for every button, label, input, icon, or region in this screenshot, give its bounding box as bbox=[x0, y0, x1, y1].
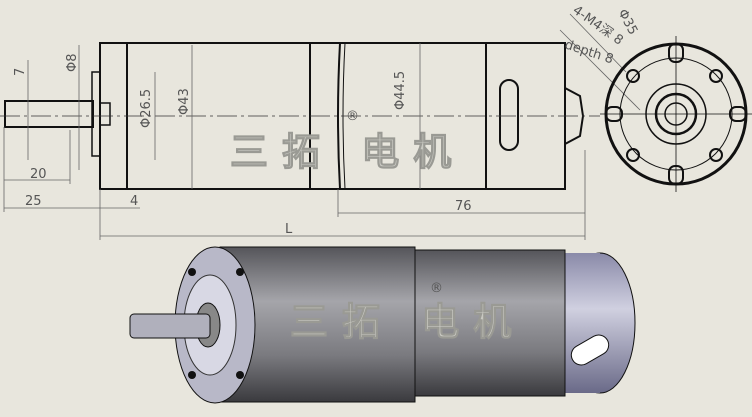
watermark-top-mark: ® bbox=[346, 109, 359, 124]
dim-20: 20 bbox=[30, 167, 47, 182]
dim-phi26-5: Φ26.5 bbox=[139, 89, 154, 128]
shaft bbox=[4, 100, 94, 128]
watermark-top: 三拓 电机 bbox=[230, 130, 465, 174]
output-shaft bbox=[129, 313, 211, 339]
dim-4: 4 bbox=[130, 194, 138, 209]
dim-phi43: Φ43 bbox=[177, 88, 192, 115]
dimension-lines bbox=[3, 13, 641, 240]
motor-can bbox=[409, 249, 566, 397]
end-cap bbox=[560, 253, 600, 393]
mounting-hole bbox=[626, 69, 640, 83]
screw-icon bbox=[188, 371, 196, 379]
screw-icon bbox=[236, 268, 244, 276]
dim-L: L bbox=[285, 222, 293, 237]
dim-25: 25 bbox=[25, 194, 42, 209]
motor-3d-render bbox=[129, 246, 636, 404]
vent-slot bbox=[499, 79, 519, 151]
mounting-hole bbox=[709, 69, 723, 83]
screw-icon bbox=[236, 371, 244, 379]
dim-76: 76 bbox=[455, 199, 472, 214]
screw-icon bbox=[188, 268, 196, 276]
end-view bbox=[600, 36, 752, 192]
motor-edge bbox=[337, 42, 341, 190]
watermark-bottom: 三拓 电机 bbox=[290, 300, 525, 344]
watermark-bottom-mark: ® bbox=[430, 281, 443, 296]
dim-phi44-5: Φ44.5 bbox=[393, 71, 408, 110]
dim-7: 7 bbox=[13, 68, 28, 76]
dim-depth: depth 8 bbox=[563, 38, 615, 68]
vent-slot-3d bbox=[570, 334, 610, 366]
mounting-hole bbox=[709, 148, 723, 162]
dim-phi8: Φ8 bbox=[65, 53, 80, 72]
shaft-bushing bbox=[99, 102, 111, 126]
mounting-hole bbox=[626, 148, 640, 162]
